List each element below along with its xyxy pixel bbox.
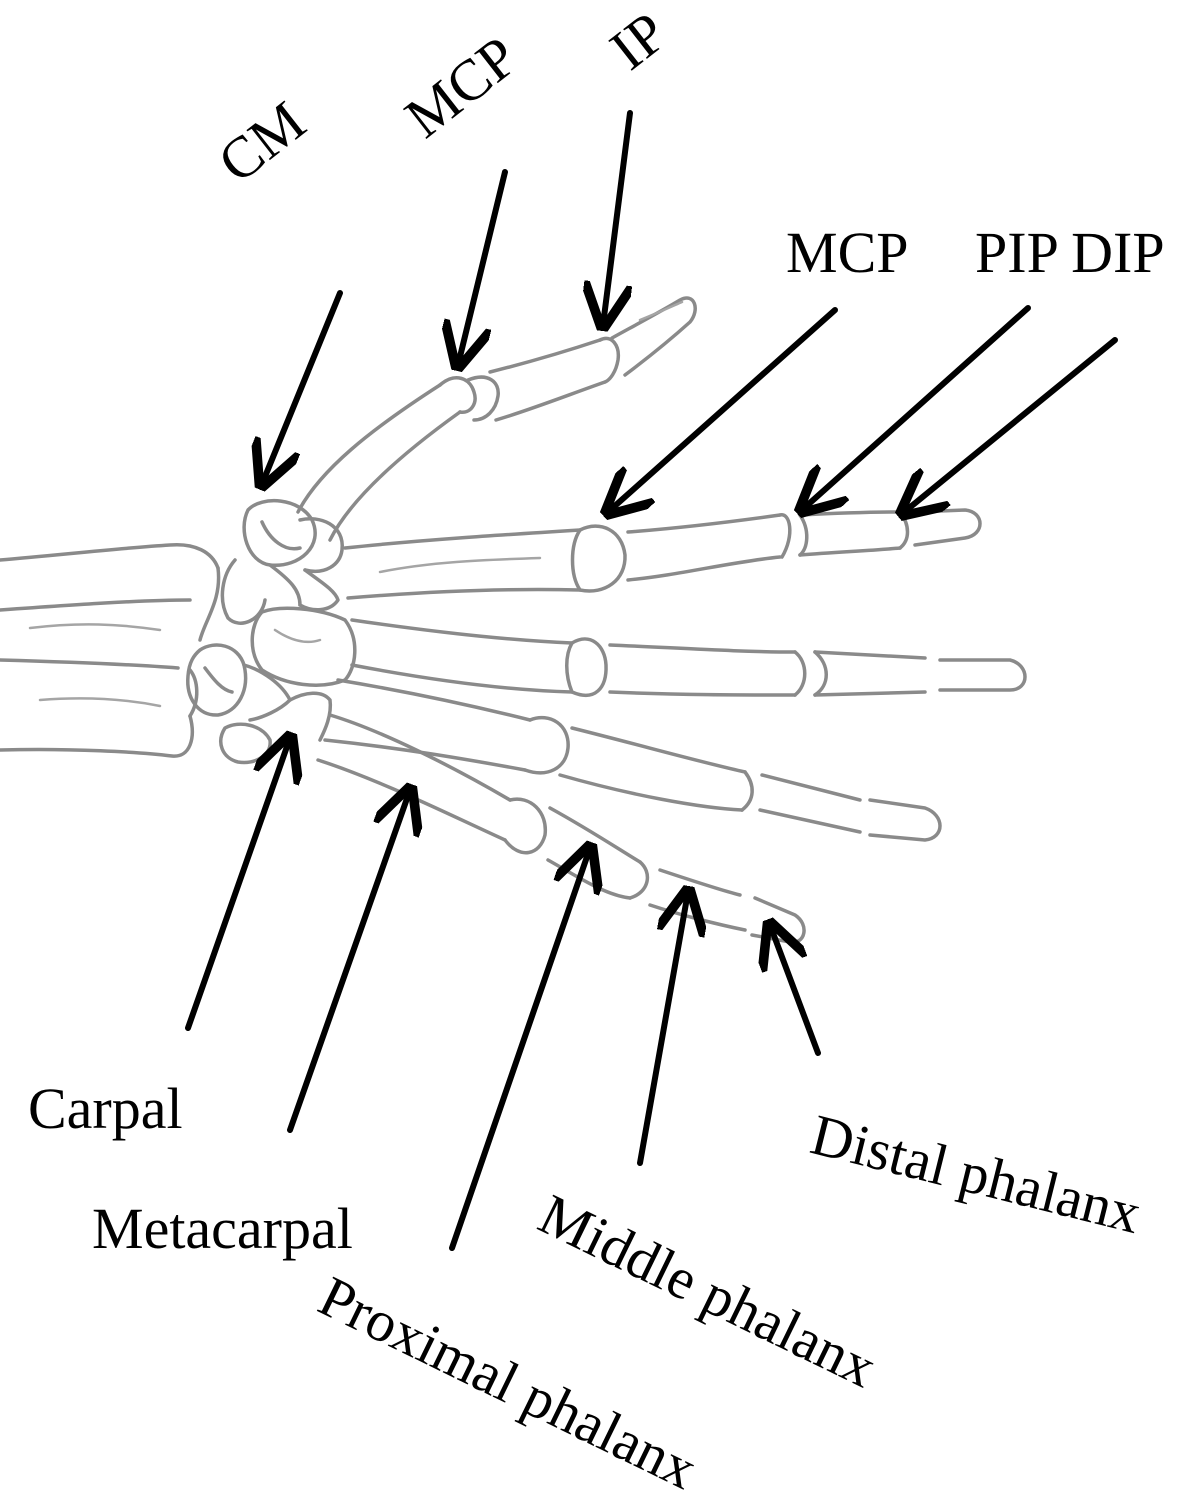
label-ip: IP xyxy=(598,0,679,82)
ring-finger-bones xyxy=(323,678,942,842)
label-carpal: Carpal xyxy=(28,1076,183,1141)
label-middle-phalanx: Middle phalanx xyxy=(529,1181,886,1400)
middle-finger-bones xyxy=(350,618,1027,698)
label-pip-dip: PIP DIP xyxy=(975,220,1165,285)
arrow-pip xyxy=(802,305,1031,510)
arrow-mcp-finger xyxy=(608,307,838,512)
label-mcp-thumb: MCP xyxy=(393,24,530,151)
arrow-proximal-phalanx xyxy=(449,848,590,1251)
arrow-metacarpal xyxy=(287,790,410,1133)
arrow-cm xyxy=(262,290,343,484)
arrow-dip xyxy=(903,337,1118,513)
label-metacarpal: Metacarpal xyxy=(92,1196,353,1261)
labels: CM MCP IP MCP PIP DIP Carpal Metacarpal … xyxy=(28,0,1165,1494)
thumb-bones xyxy=(296,296,697,542)
hand-skeleton xyxy=(0,296,1027,944)
arrow-ip xyxy=(603,110,633,325)
label-distal-phalanx: Distal phalanx xyxy=(805,1102,1147,1247)
arrow-mcp-thumb xyxy=(458,169,508,365)
label-mcp-finger: MCP xyxy=(786,220,909,285)
carpal-bones xyxy=(186,498,357,765)
forearm-bones xyxy=(0,543,221,758)
arrow-middle-phalanx xyxy=(637,892,688,1166)
index-finger-bones xyxy=(343,508,982,600)
label-cm: CM xyxy=(206,88,317,195)
arrow-distal-phalanx xyxy=(770,925,821,1056)
arrow-carpal xyxy=(185,738,290,1031)
pointer-arrows xyxy=(185,110,1118,1251)
label-proximal-phalanx: Proximal phalanx xyxy=(309,1263,707,1494)
